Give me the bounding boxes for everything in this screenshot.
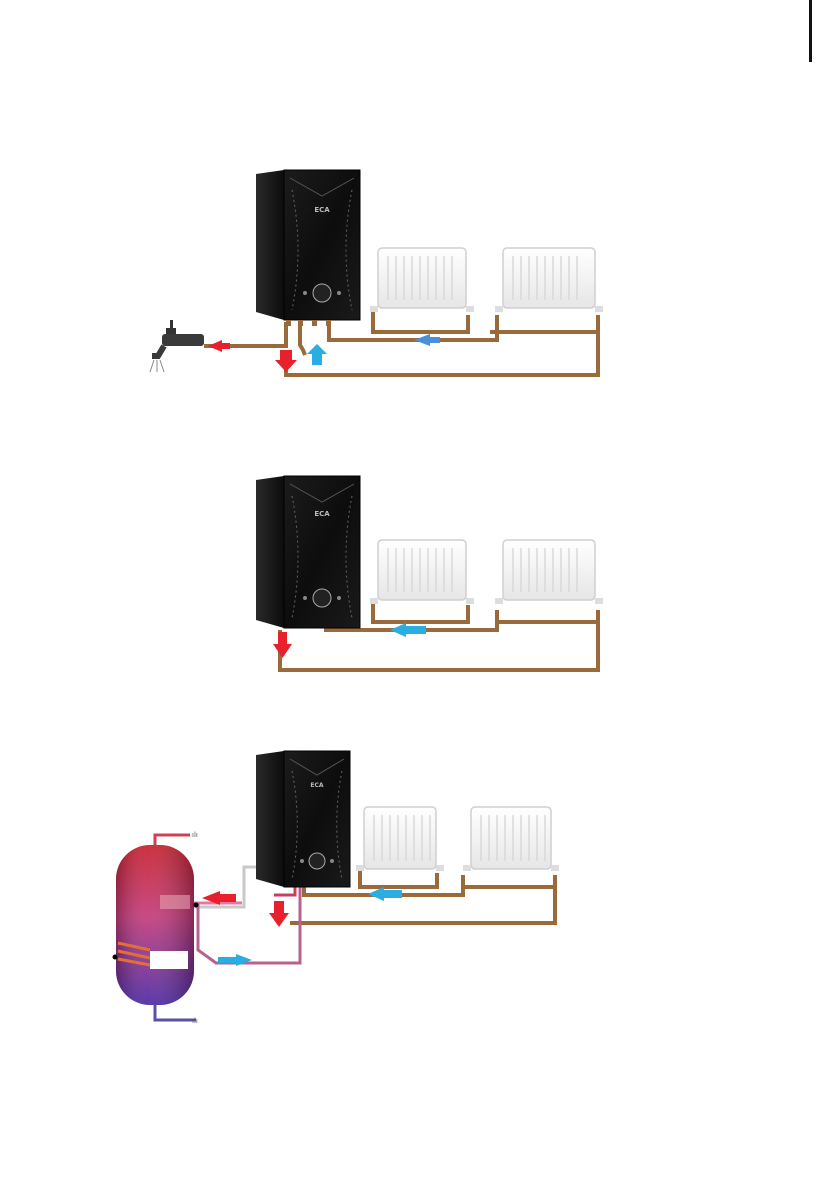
boiler-1: ECA — [256, 170, 360, 326]
boiler-dial-icon — [309, 853, 325, 869]
boiler-2: ECA — [256, 476, 360, 628]
radiator-1-connection — [360, 871, 437, 887]
pipework — [204, 310, 598, 375]
diagram-1-canvas: ECA — [0, 160, 839, 390]
cold-in-arrow — [307, 344, 327, 365]
return-arrow — [414, 334, 440, 346]
flow-down-arrow — [275, 350, 297, 372]
boiler-dial-icon — [313, 589, 331, 607]
hot-water-out-arrow — [208, 340, 230, 352]
radiator-1 — [356, 807, 444, 871]
boiler-brand-logo: ECA — [314, 510, 330, 518]
dhw-outlet-pipe — [204, 322, 286, 346]
diagram-system-with-cylinder: ılı ılı ECA — [0, 745, 839, 1045]
radiator-2 — [463, 807, 559, 871]
boiler-3: ECA — [256, 751, 350, 887]
radiator-1 — [370, 540, 474, 604]
radiator-1-connection — [373, 310, 468, 332]
heating-return-loop — [286, 315, 598, 375]
flow-pipe — [300, 322, 305, 355]
diagram-combi-heating-and-tap: ECA — [0, 160, 839, 390]
tank-bottom-label: ılı — [192, 1017, 198, 1025]
boiler-brand-logo: ECA — [310, 782, 324, 789]
radiator-1 — [370, 248, 474, 312]
page-crop-mark — [809, 0, 812, 62]
return-arrow — [390, 623, 426, 637]
diagram-2-canvas: ECA — [0, 470, 839, 680]
diagram-3-canvas: ılı ılı ECA — [0, 745, 839, 1045]
flow-down-arrow — [269, 901, 289, 927]
diagram-heating-only: ECA — [0, 470, 839, 680]
boiler-brand-logo: ECA — [314, 206, 330, 214]
return-arrow — [368, 887, 402, 901]
radiator-2 — [495, 540, 603, 604]
water-tap-icon — [150, 320, 204, 372]
boiler-dial-icon — [313, 284, 331, 302]
cylinder-label-plate — [150, 951, 188, 969]
tank-top-label: ılı — [192, 831, 198, 839]
hot-water-cylinder: ılı ılı — [113, 831, 199, 1025]
radiator-link — [490, 315, 497, 332]
radiator-2 — [495, 248, 603, 312]
radiator-1-connection — [373, 602, 468, 622]
flow-down-arrow — [273, 632, 292, 658]
